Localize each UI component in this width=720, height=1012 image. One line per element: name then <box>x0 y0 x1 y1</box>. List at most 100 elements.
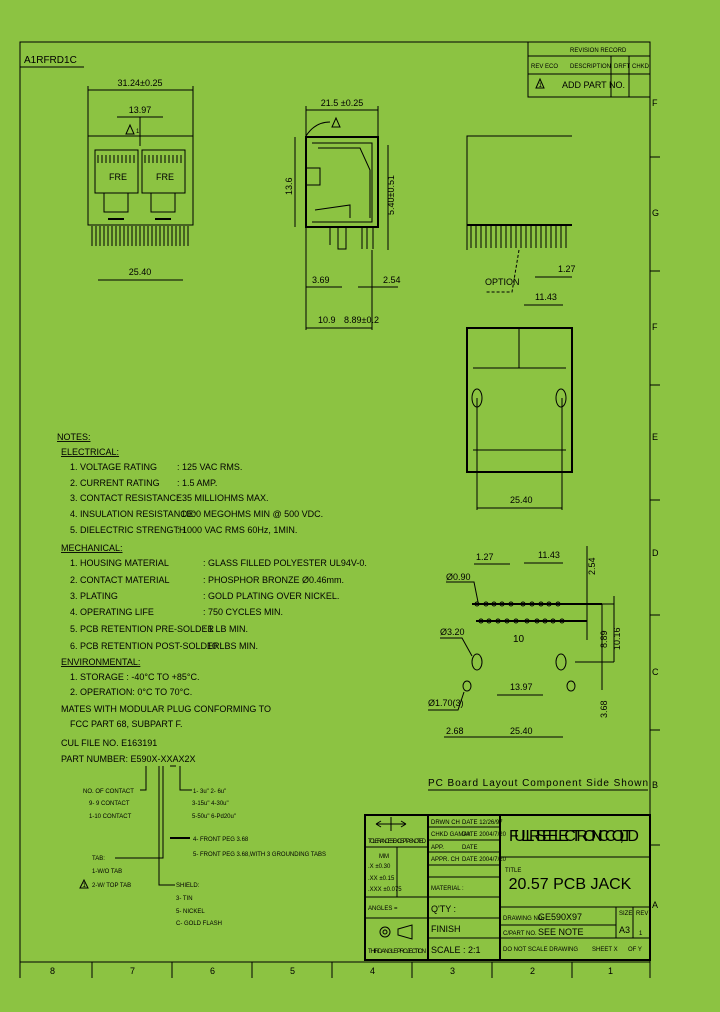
svg-text:31.24±0.25: 31.24±0.25 <box>118 78 163 88</box>
svg-text:2: 2 <box>530 966 535 976</box>
svg-text:PC Board Layout Component Side: PC Board Layout Component Side Shown <box>428 778 648 789</box>
svg-text:TOLERANCES EXCEPT AS NOTED: TOLERANCES EXCEPT AS NOTED <box>368 839 427 845</box>
svg-text:CHKD GAMAY: CHKD GAMAY <box>431 832 471 838</box>
svg-text:3. PLATING: 3. PLATING <box>70 591 118 601</box>
svg-text:13.97: 13.97 <box>510 682 533 692</box>
svg-text:1- 3u" 2- 6u": 1- 3u" 2- 6u" <box>193 789 226 795</box>
svg-text:5- NICKEL: 5- NICKEL <box>176 909 205 915</box>
svg-text:C- GOLD FLASH: C- GOLD FLASH <box>176 921 222 927</box>
svg-text:13.6: 13.6 <box>284 177 294 195</box>
svg-text:PART NUMBER: E590X-XXAX2X: PART NUMBER: E590X-XXAX2X <box>61 754 196 764</box>
svg-text:4: 4 <box>370 966 375 976</box>
svg-text:2. CURRENT RATING: 2. CURRENT RATING <box>70 478 160 488</box>
svg-text:MATERIAL :: MATERIAL : <box>431 886 464 892</box>
svg-text:.X ±0.30: .X ±0.30 <box>368 864 391 870</box>
revision-triangle-icon <box>535 77 545 89</box>
svg-text:ANGLES =: ANGLES = <box>368 906 398 912</box>
svg-text:Ø3.20: Ø3.20 <box>440 627 465 637</box>
svg-text:10.9: 10.9 <box>318 315 336 325</box>
svg-text:DATE: DATE <box>462 845 478 851</box>
svg-text:4. OPERATING LIFE: 4. OPERATING LIFE <box>70 607 154 617</box>
svg-text:C: C <box>652 667 659 677</box>
svg-text:A3: A3 <box>619 925 630 935</box>
side-view: 21.5 ±0.25 13.6 5.40±0.51 3.69 2.54 10.9… <box>284 98 401 330</box>
svg-text:NO. OF CONTACT: NO. OF CONTACT <box>83 789 134 795</box>
svg-text:APPR. CH: APPR. CH <box>431 857 459 863</box>
svg-text:DATE 2004/7/20: DATE 2004/7/20 <box>462 857 507 863</box>
svg-text:B: B <box>652 780 658 790</box>
svg-text:GE590X97: GE590X97 <box>538 912 582 922</box>
svg-text:3.69: 3.69 <box>312 275 330 285</box>
svg-text:SCALE : 2:1: SCALE : 2:1 <box>431 945 481 955</box>
svg-text:5. DIELECTRIC STRENGTH: 5. DIELECTRIC STRENGTH <box>70 525 186 535</box>
svg-text:Ø0.90: Ø0.90 <box>446 572 471 582</box>
svg-text:DRWN CH: DRWN CH <box>431 820 460 826</box>
svg-text:1.27: 1.27 <box>558 264 576 274</box>
svg-text:1: 1 <box>639 931 643 937</box>
svg-text:MATES WITH MODULAR PLUG CONFOR: MATES WITH MODULAR PLUG CONFORMING TO <box>61 704 271 714</box>
svg-text:11.43: 11.43 <box>538 550 560 560</box>
company-name: FULL RISE ELECTRONIC CO., LTD <box>509 828 639 845</box>
revision-triangle-icon <box>79 878 89 889</box>
svg-text:2-W/ TOP TAB: 2-W/ TOP TAB <box>92 883 131 889</box>
svg-text:2.54: 2.54 <box>587 557 597 575</box>
svg-text:DATE 2004/7/20: DATE 2004/7/20 <box>462 832 507 838</box>
svg-text:3.68: 3.68 <box>599 700 609 718</box>
svg-text:: PHOSPHOR BRONZE Ø0.46mm.: : PHOSPHOR BRONZE Ø0.46mm. <box>203 575 344 585</box>
svg-text:5-50u" 6-Pd20u": 5-50u" 6-Pd20u" <box>192 814 236 820</box>
svg-text:3- TIN: 3- TIN <box>176 896 193 902</box>
svg-text:5- FRONT PEG 3.68,WITH 3 GROUN: 5- FRONT PEG 3.68,WITH 3 GROUNDING TABS <box>193 852 326 858</box>
svg-text:SHIELD:: SHIELD: <box>176 883 200 889</box>
svg-text:DRAWING NO.: DRAWING NO. <box>503 916 544 922</box>
drawing-border <box>19 41 651 963</box>
svg-text:: 125 VAC RMS.: : 125 VAC RMS. <box>177 462 242 472</box>
zone-markers-right: F G F E D C B A <box>650 98 660 910</box>
svg-text:SIZE: SIZE <box>619 911 632 917</box>
svg-text:ELECTRICAL:: ELECTRICAL: <box>61 447 119 457</box>
pcb-layout: 2.54 8.89 10.16 3.68 10 1.27 11.43 Ø0.90… <box>428 546 648 791</box>
svg-text:TAB:: TAB: <box>92 856 105 862</box>
svg-text:8.89: 8.89 <box>599 630 609 648</box>
svg-text:: 750 CYCLES MIN.: : 750 CYCLES MIN. <box>203 607 283 617</box>
svg-text:CHKD: CHKD <box>632 64 650 70</box>
svg-text:1-10 CONTACT: 1-10 CONTACT <box>89 814 132 820</box>
svg-text:G: G <box>652 208 659 218</box>
svg-text:A: A <box>652 900 658 910</box>
svg-text:1-W/O TAB: 1-W/O TAB <box>92 869 122 875</box>
svg-text:5: 5 <box>290 966 295 976</box>
svg-text:NOTES:: NOTES: <box>57 432 91 442</box>
title-block: TOLERANCES EXCEPT AS NOTED MM .X ±0.30 .… <box>364 814 651 961</box>
svg-text:FINISH: FINISH <box>431 924 461 934</box>
svg-text:6. PCB RETENTION POST-SOLDER:: 6. PCB RETENTION POST-SOLDER: <box>70 641 222 651</box>
svg-text:1000 MEGOHMS MIN @ 500 VDC.: 1000 MEGOHMS MIN @ 500 VDC. <box>181 509 323 519</box>
svg-text:1: 1 <box>539 83 543 89</box>
svg-text:8.89±0.2: 8.89±0.2 <box>344 315 379 325</box>
svg-text:3: 3 <box>450 966 455 976</box>
svg-text:APP.: APP. <box>431 845 444 851</box>
svg-text:: 1.5 AMP.: : 1.5 AMP. <box>177 478 217 488</box>
svg-text:2. CONTACT MATERIAL: 2. CONTACT MATERIAL <box>70 575 170 585</box>
svg-text:: 35 MILLIOHMS MAX.: : 35 MILLIOHMS MAX. <box>177 493 269 503</box>
svg-text:OPTION: OPTION <box>485 277 520 287</box>
svg-text:1. STORAGE : -40°C TO +85°C.: 1. STORAGE : -40°C TO +85°C. <box>70 672 200 682</box>
svg-text:ENVIRONMENTAL:: ENVIRONMENTAL: <box>61 657 140 667</box>
svg-text:DESCRIPTION: DESCRIPTION <box>570 64 611 70</box>
svg-text:F: F <box>652 322 658 332</box>
svg-text:1: 1 <box>83 883 87 889</box>
svg-text:1. VOLTAGE RATING: 1. VOLTAGE RATING <box>70 462 157 472</box>
svg-text:10.16: 10.16 <box>612 627 622 650</box>
svg-text:5.40±0.51: 5.40±0.51 <box>386 175 396 215</box>
rear-view: OPTION 1.27 11.43 25.40 <box>466 135 576 510</box>
svg-text:2.54: 2.54 <box>383 275 401 285</box>
svg-text:MM: MM <box>379 854 389 860</box>
svg-text:SHEET X: SHEET X <box>592 947 618 953</box>
svg-text:1: 1 <box>608 966 613 976</box>
svg-text:.XX ±0.15: .XX ±0.15 <box>368 876 395 882</box>
svg-text:Ø1.70(3): Ø1.70(3) <box>428 698 464 708</box>
svg-text:THIRD ANGLE PROJECTION: THIRD ANGLE PROJECTION <box>368 949 426 955</box>
svg-text:REV ECO: REV ECO <box>531 64 558 70</box>
svg-text:7: 7 <box>130 966 135 976</box>
notes: NOTES: ELECTRICAL: 1. VOLTAGE RATING : 12… <box>57 432 367 764</box>
svg-text:C/PART NO.: C/PART NO. <box>503 931 537 937</box>
svg-text:10: 10 <box>513 634 525 645</box>
